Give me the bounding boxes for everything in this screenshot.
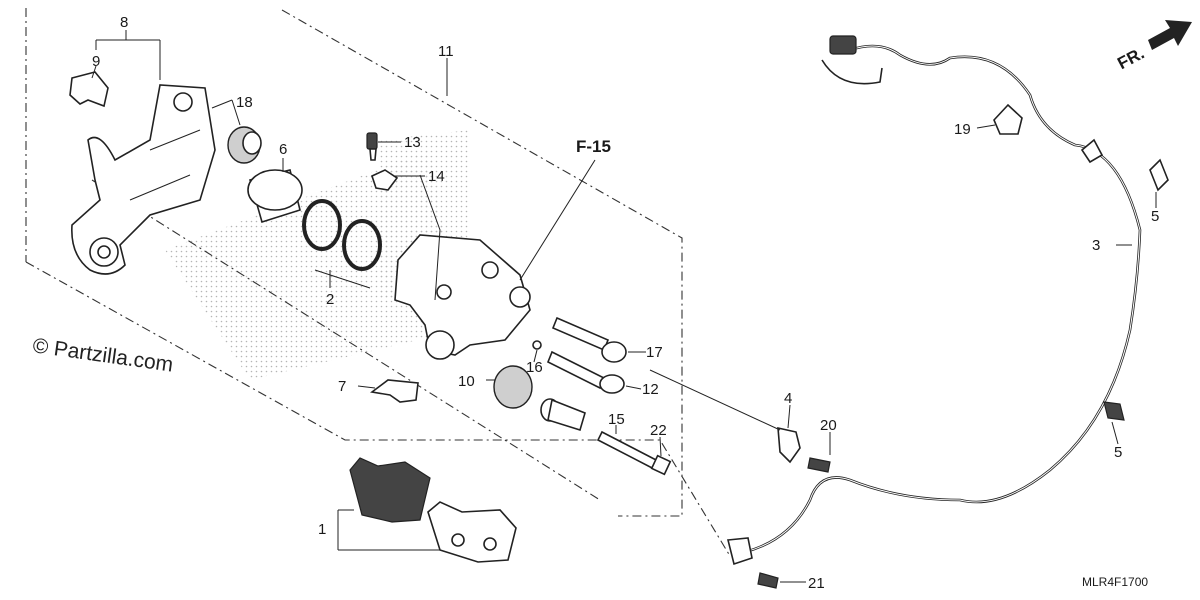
bleeder-screw bbox=[366, 132, 378, 161]
front-direction-arrow: FR. bbox=[1114, 20, 1192, 73]
callout-16: 16 bbox=[526, 359, 543, 376]
sensor-bracket bbox=[757, 426, 831, 589]
callout-10: 10 bbox=[458, 373, 475, 390]
callout-21: 21 bbox=[808, 575, 825, 592]
reference-label: F-15 bbox=[576, 137, 611, 156]
callout-14: 14 bbox=[428, 168, 445, 185]
diagram-code: MLR4F1700 bbox=[1082, 575, 1148, 589]
wire-clamps bbox=[993, 103, 1169, 421]
caliper-bracket bbox=[71, 84, 216, 275]
callout-20: 20 bbox=[820, 417, 837, 434]
callout-22: 22 bbox=[650, 422, 667, 439]
callout-4: 4 bbox=[784, 390, 792, 407]
callout-5-lower: 5 bbox=[1114, 444, 1122, 461]
callout-1: 1 bbox=[318, 521, 326, 538]
callout-15: 15 bbox=[608, 411, 625, 428]
callout-17: 17 bbox=[646, 344, 663, 361]
callout-12: 12 bbox=[642, 381, 659, 398]
callout-11: 11 bbox=[438, 43, 454, 60]
pins-and-bolts bbox=[493, 316, 672, 476]
brake-pads bbox=[349, 457, 517, 563]
caliper-body bbox=[394, 234, 531, 360]
callout-9: 9 bbox=[92, 53, 100, 70]
pad-spring bbox=[69, 71, 109, 108]
callout-19: 19 bbox=[954, 121, 971, 138]
callout-6: 6 bbox=[279, 141, 287, 158]
pad-retainer bbox=[370, 379, 419, 403]
bleeder-cap bbox=[371, 169, 399, 191]
watermark: © Partzilla.com bbox=[31, 334, 174, 376]
callout-8: 8 bbox=[120, 14, 128, 31]
front-label: FR. bbox=[1114, 44, 1147, 74]
piston bbox=[247, 169, 303, 224]
assembly-boundary bbox=[25, 8, 731, 557]
callout-13: 13 bbox=[404, 134, 421, 151]
callout-18: 18 bbox=[236, 94, 253, 111]
callout-7: 7 bbox=[338, 378, 346, 395]
callout-5-upper: 5 bbox=[1151, 208, 1159, 225]
piston-seals bbox=[302, 199, 382, 271]
sensor-wire bbox=[726, 35, 1142, 566]
pin-boot bbox=[227, 126, 262, 164]
leader-lines bbox=[91, 30, 1157, 583]
callout-2: 2 bbox=[326, 291, 334, 308]
callout-3: 3 bbox=[1092, 237, 1100, 254]
